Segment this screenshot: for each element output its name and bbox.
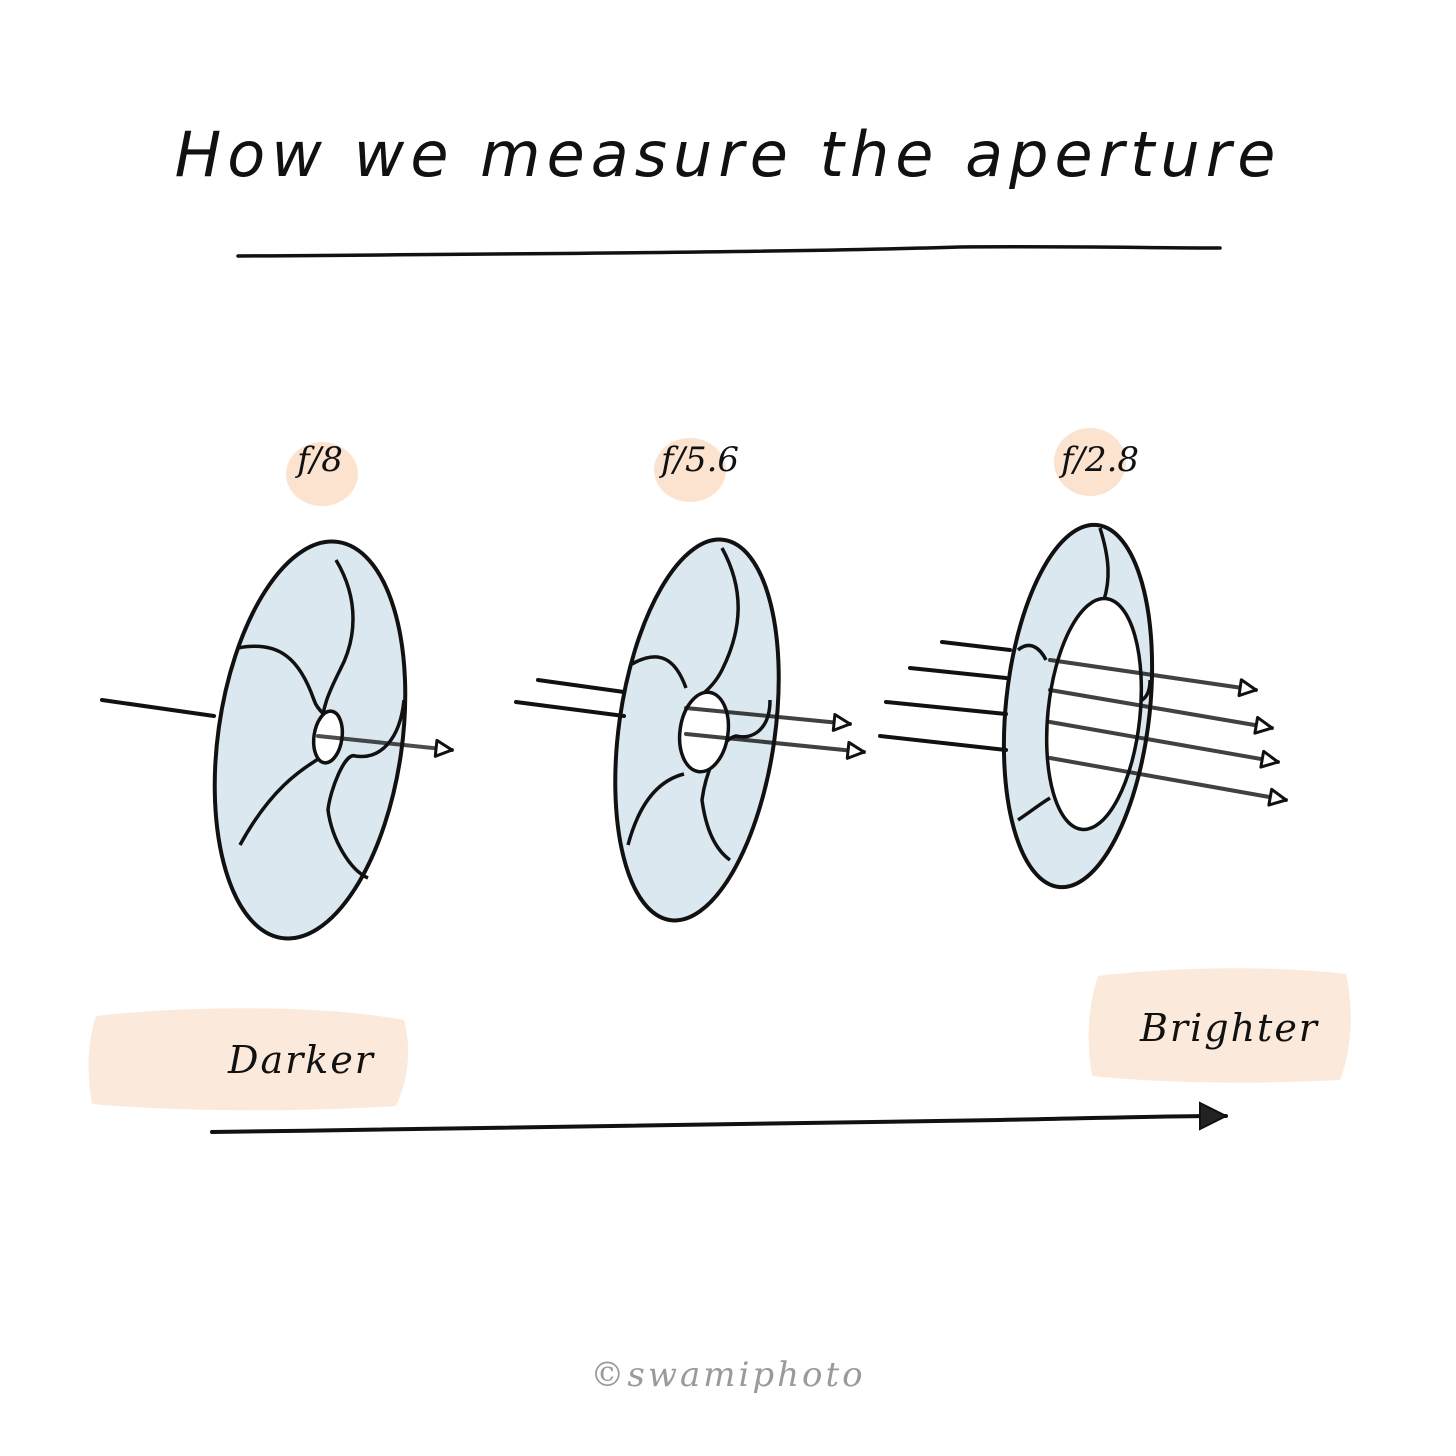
aperture-disk-f5.6 (514, 537, 866, 923)
fstop-wash (286, 442, 358, 506)
fstop-wash (654, 438, 726, 502)
darker-label: Darker (228, 1038, 375, 1082)
brighter-wash (1088, 968, 1351, 1083)
diagram-title: How we measure the aperture (174, 118, 1282, 191)
fstop-wash (1054, 428, 1126, 496)
brightness-arrow (210, 1116, 1226, 1134)
aperture-disk-f2.8 (878, 522, 1288, 890)
fstop-label-f2.8: f/2.8 (1060, 440, 1140, 480)
fstop-label-f8: f/8 (297, 440, 343, 480)
brighter-label: Brighter (1140, 1006, 1319, 1050)
aperture-disk-f8 (100, 539, 454, 941)
fstop-label-f5.6: f/5.6 (660, 440, 740, 480)
title-underline (236, 244, 1222, 258)
darker-wash (88, 1008, 409, 1111)
credit-text: ©swamiphoto (590, 1355, 866, 1395)
